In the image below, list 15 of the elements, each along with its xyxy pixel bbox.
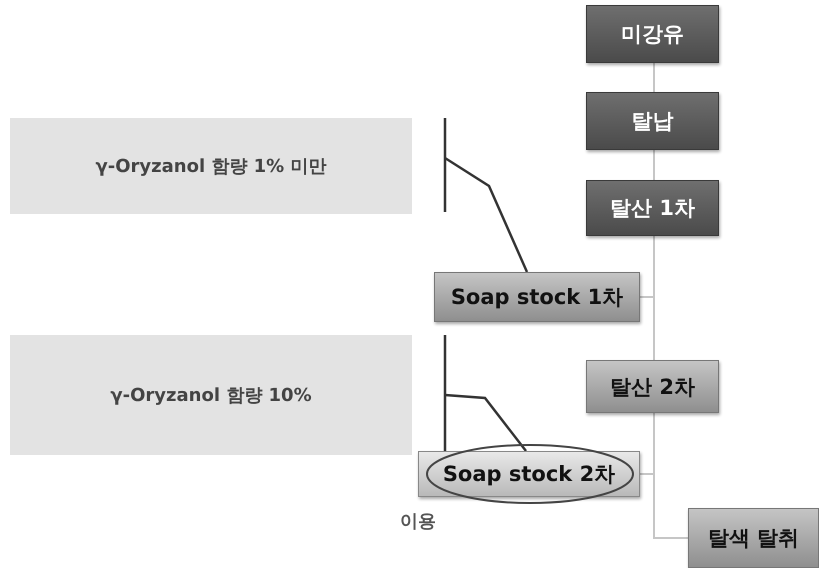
note-panel: γ-Oryzanol 함량 10%	[10, 335, 412, 455]
process-box: Soap stock 1차	[434, 272, 640, 322]
leader-line	[444, 394, 527, 452]
process-box: 탈색 탈취	[688, 508, 819, 568]
connector-line	[653, 236, 655, 360]
process-box: 탈산 2차	[586, 360, 719, 413]
connector-line	[653, 63, 655, 92]
note-text: 이용	[400, 510, 436, 533]
leader-line	[444, 156, 528, 272]
process-box: 탈산 1차	[586, 180, 719, 236]
process-box: 탈납	[586, 92, 719, 150]
note-panel: γ-Oryzanol 함량 1% 미만	[10, 118, 412, 214]
connector-line	[653, 150, 655, 180]
process-box: Soap stock 2차	[418, 451, 640, 497]
process-box: 미강유	[586, 5, 719, 63]
